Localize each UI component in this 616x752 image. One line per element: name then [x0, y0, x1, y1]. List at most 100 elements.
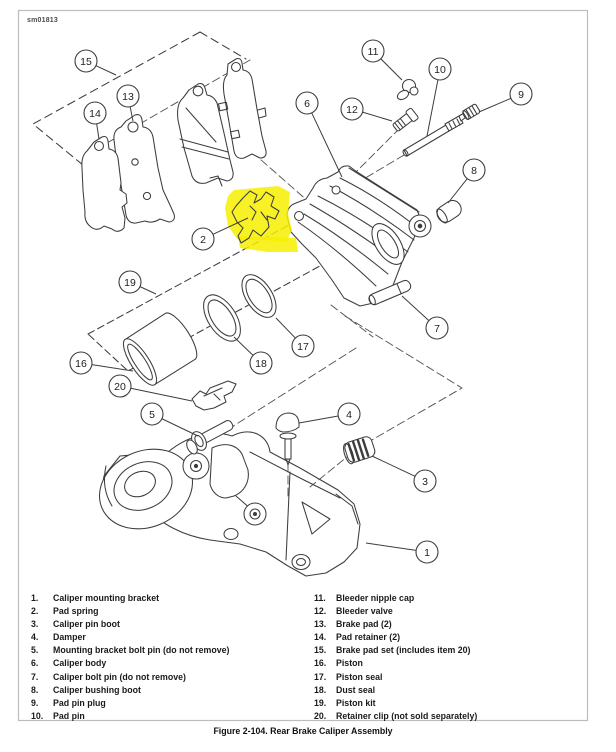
callout-circle-15 [74, 49, 98, 73]
parts-list-item: 11. Bleeder nipple cap [314, 592, 584, 605]
callout-circle-1 [415, 540, 439, 564]
callout-leader-16 [91, 364, 134, 372]
part-label: Pad pin plug [53, 697, 106, 708]
part-label: Caliper bolt pin (do not remove) [53, 671, 186, 682]
part-number: 2. [31, 606, 39, 617]
callout-leader-4 [298, 415, 339, 424]
part-number: 14. [314, 632, 327, 643]
callout-leader-10 [426, 79, 439, 137]
bleeder-valve [392, 107, 419, 132]
callout-circle-16 [69, 351, 93, 375]
callout-circle-6 [295, 91, 319, 115]
callout-leader-2 [212, 217, 249, 235]
callout-circle-12 [340, 97, 364, 121]
pad-retainer-right [217, 57, 267, 159]
part-label: Retainer clip (not sold separately) [336, 710, 478, 721]
figure-caption: Figure 2-104. Rear Brake Caliper Assembl… [213, 726, 393, 736]
callout-number-13: 13 [122, 91, 134, 103]
parts-list-item: 5. Mounting bracket bolt pin (do not rem… [31, 644, 296, 657]
callout-circle-19 [118, 270, 142, 294]
callout-number-5: 5 [149, 409, 155, 421]
bleeder-nipple-cap [396, 78, 419, 101]
part-label: Pad pin [53, 710, 85, 721]
part-label: Piston seal [336, 671, 383, 682]
piston [122, 312, 198, 386]
callout-number-4: 4 [346, 409, 352, 421]
parts-list-item: 10. Pad pin [31, 710, 296, 723]
callout-circle-5 [140, 402, 164, 426]
callout-number-1: 1 [424, 547, 430, 559]
pad-retainer-left [81, 135, 128, 232]
callout-number-3: 3 [422, 476, 428, 488]
diagram-border [17, 9, 589, 722]
part-label: Brake pad (2) [336, 619, 392, 630]
brake-pad-right [177, 82, 234, 187]
part-label: Piston kit [336, 697, 376, 708]
parts-list-right-column: 11. Bleeder nipple cap 12. Bleeder valve… [314, 592, 584, 723]
parts-list-item: 6. Caliper body [31, 657, 296, 670]
callout-number-10: 10 [434, 64, 446, 76]
drawing-code: sm01813 [27, 17, 58, 24]
part-label: Caliper bushing boot [53, 684, 141, 695]
part-number: 4. [31, 632, 39, 643]
callout-leader-15 [95, 65, 117, 76]
callout-leader-7 [401, 295, 430, 321]
callout-circle-3 [413, 469, 437, 493]
pad-pin [402, 112, 467, 157]
retainer-clip [191, 380, 237, 411]
callout-leader-8 [447, 178, 468, 204]
part-label: Pad retainer (2) [336, 632, 401, 643]
callout-number-11: 11 [368, 46, 379, 58]
callout-number-18: 18 [255, 358, 267, 370]
parts-list-item: 18. Dust seal [314, 684, 584, 697]
callout-leader-17 [275, 317, 296, 339]
parts-list-item: 3. Caliper pin boot [31, 618, 296, 631]
parts-list-item: 17. Piston seal [314, 671, 584, 684]
parts-list-item: 14. Pad retainer (2) [314, 631, 584, 644]
callout-number-17: 17 [297, 341, 309, 353]
callout-circle-8 [462, 158, 486, 182]
part-label: Damper [53, 632, 86, 643]
callout-number-9: 9 [518, 89, 524, 101]
parts-list-item: 1. Caliper mounting bracket [31, 592, 296, 605]
parts-list-item: 7. Caliper bolt pin (do not remove) [31, 671, 296, 684]
piston-seal-ring [241, 274, 277, 318]
mounting-bracket-bolt-pin [186, 420, 234, 455]
parts-list-item: 16. Piston [314, 657, 584, 670]
part-number: 18. [314, 684, 327, 695]
pad-spring [231, 190, 280, 244]
parts-list-item: 15. Brake pad set (includes item 20) [314, 644, 584, 657]
callout-leader-19 [139, 286, 157, 295]
part-label: Caliper pin boot [53, 619, 120, 630]
parts-list-item: 9. Pad pin plug [31, 697, 296, 710]
part-label: Piston [336, 658, 363, 669]
part-label: Brake pad set (includes item 20) [336, 645, 471, 656]
caliper-mounting-bracket [98, 431, 361, 577]
caliper-body [286, 165, 422, 307]
callout-leader-13 [129, 106, 134, 122]
callout-circle-17 [291, 334, 315, 358]
callout-circle-20 [108, 374, 132, 398]
parts-list-item: 12. Bleeder valve [314, 605, 584, 618]
part-number: 13. [314, 619, 327, 630]
callout-leader-1 [365, 542, 417, 551]
part-number: 6. [31, 658, 39, 669]
callout-leader-5 [161, 418, 199, 437]
callout-leader-18 [233, 336, 254, 356]
parts-list-item: 20. Retainer clip (not sold separately) [314, 710, 584, 723]
part-number: 17. [314, 671, 327, 682]
callout-number-8: 8 [471, 165, 477, 177]
caliper-bolt-pin [368, 279, 412, 306]
callout-number-14: 14 [89, 108, 101, 120]
part-label: Caliper mounting bracket [53, 593, 160, 603]
part-label: Bleeder nipple cap [336, 593, 415, 603]
part-number: 16. [314, 658, 327, 669]
callout-leader-11 [380, 58, 403, 81]
damper [275, 412, 300, 466]
caliper-bushing-boot [408, 199, 462, 238]
pad-pin-plug [462, 103, 481, 121]
part-number: 20. [314, 710, 327, 721]
callout-circle-7 [425, 316, 449, 340]
part-number: 7. [31, 671, 39, 682]
